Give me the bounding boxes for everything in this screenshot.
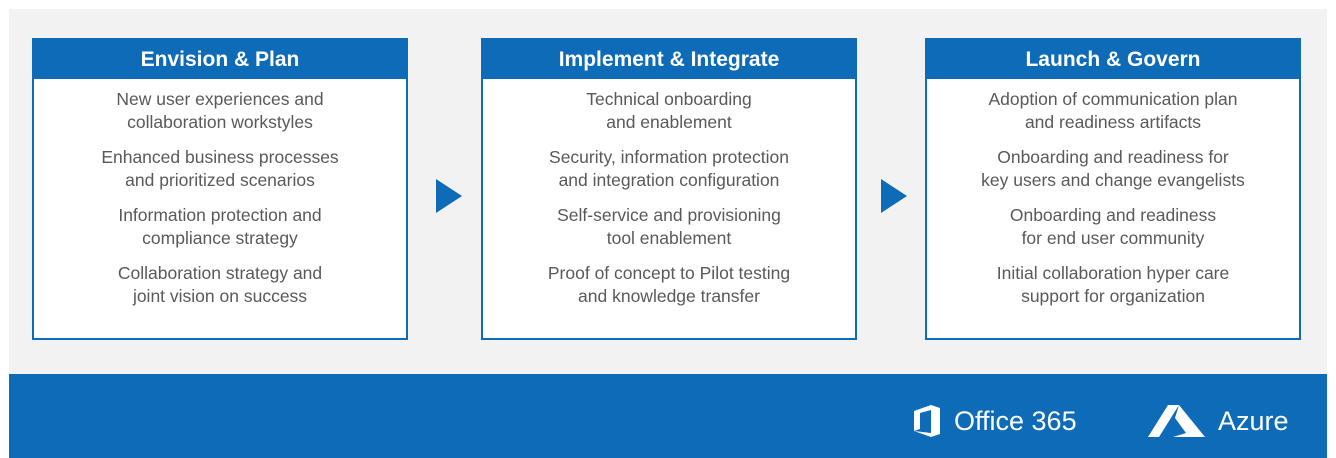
- footer-band: [9, 374, 1327, 458]
- phase-title: Envision & Plan: [34, 40, 406, 79]
- arrow-right-icon: [881, 179, 907, 213]
- phase-card-envision: Envision & Plan New user experiences and…: [32, 38, 408, 340]
- phase-title: Launch & Govern: [927, 40, 1299, 79]
- office-label: Office 365: [954, 405, 1077, 436]
- phase-title: Implement & Integrate: [483, 40, 855, 79]
- phase-card-implement: Implement & Integrate Technical onboardi…: [481, 38, 857, 340]
- phase-card-launch: Launch & Govern Adoption of communicatio…: [925, 38, 1301, 340]
- azure-label: Azure: [1218, 405, 1289, 436]
- office-365-brand: Office 365: [912, 404, 1077, 438]
- office-logo-icon: [914, 405, 940, 437]
- azure-logo-icon: [1148, 405, 1205, 437]
- azure-brand: Azure: [1148, 404, 1289, 438]
- arrow-right-icon: [436, 179, 462, 213]
